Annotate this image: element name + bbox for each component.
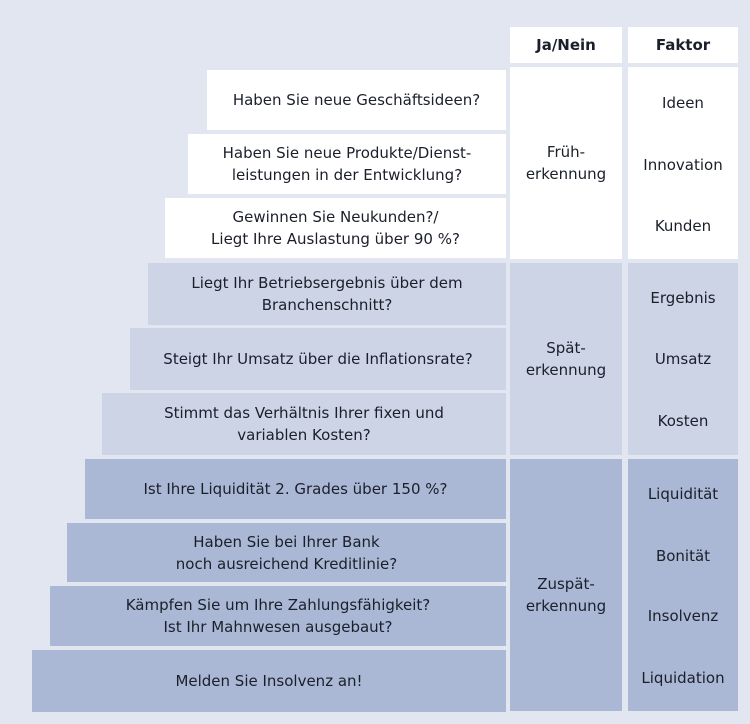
factor-label: Kosten (657, 412, 709, 430)
question-row: Steigt Ihr Umsatz über die Inflationsrat… (130, 328, 506, 390)
stage-label: Früh- erkennung (525, 143, 607, 183)
factor-label: Ideen (662, 94, 704, 112)
header-faktor: Faktor (628, 27, 738, 63)
factor-label: Insolvenz (647, 607, 719, 625)
question-row: Liegt Ihr Betriebsergebnis über dem Bran… (148, 263, 506, 325)
question-row: Gewinnen Sie Neukunden?/ Liegt Ihre Ausl… (165, 198, 506, 258)
question-row: Stimmt das Verhältnis Ihrer fixen und va… (102, 393, 506, 455)
question-text: Haben Sie neue Produkte/Dienst- leistung… (222, 144, 472, 184)
question-text: Haben Sie bei Ihrer Bank noch ausreichen… (175, 532, 398, 573)
question-row: Haben Sie neue Geschäftsideen? (207, 70, 506, 130)
question-row: Haben Sie neue Produkte/Dienst- leistung… (188, 134, 506, 194)
question-text: Stimmt das Verhältnis Ihrer fixen und va… (164, 404, 444, 444)
factor-label: Bonität (655, 547, 711, 565)
question-text: Kämpfen Sie um Ihre Zahlungsfähigkeit? I… (125, 596, 431, 636)
factor-label: Liquidität (647, 485, 719, 503)
header-ja-nein: Ja/Nein (510, 27, 622, 63)
question-row: Ist Ihre Liquidität 2. Grades über 150 %… (85, 459, 506, 519)
question-text: Ist Ihre Liquidität 2. Grades über 150 %… (143, 480, 448, 498)
factor-block-zuspaet (628, 459, 738, 711)
factor-label: Umsatz (654, 350, 712, 368)
question-row: Melden Sie Insolvenz an! (32, 650, 506, 712)
stage-label: Spät- erkennung (525, 339, 607, 379)
factor-block-spaet (628, 263, 738, 455)
question-row: Kämpfen Sie um Ihre Zahlungsfähigkeit? I… (50, 586, 506, 646)
question-text: Steigt Ihr Umsatz über die Inflationsrat… (163, 350, 473, 368)
question-text: Haben Sie neue Geschäftsideen? (232, 91, 481, 109)
question-row: Haben Sie bei Ihrer Bank noch ausreichen… (67, 523, 506, 582)
factor-label: Liquidation (641, 669, 725, 687)
question-text: Gewinnen Sie Neukunden?/ Liegt Ihre Ausl… (211, 208, 460, 248)
factor-label: Innovation (643, 156, 723, 174)
stage-zuspaeterkennung: Zuspät- erkennung (510, 459, 622, 711)
question-text: Liegt Ihr Betriebsergebnis über dem Bran… (191, 274, 463, 314)
stage-spaeterkennung: Spät- erkennung (510, 263, 622, 455)
question-text: Melden Sie Insolvenz an! (175, 672, 363, 690)
factor-label: Ergebnis (650, 289, 716, 307)
stage-frueherkennung: Früh- erkennung (510, 67, 622, 259)
stage-label: Zuspät- erkennung (525, 575, 607, 615)
factor-block-frueh (628, 67, 738, 259)
factor-label: Kunden (654, 217, 712, 235)
